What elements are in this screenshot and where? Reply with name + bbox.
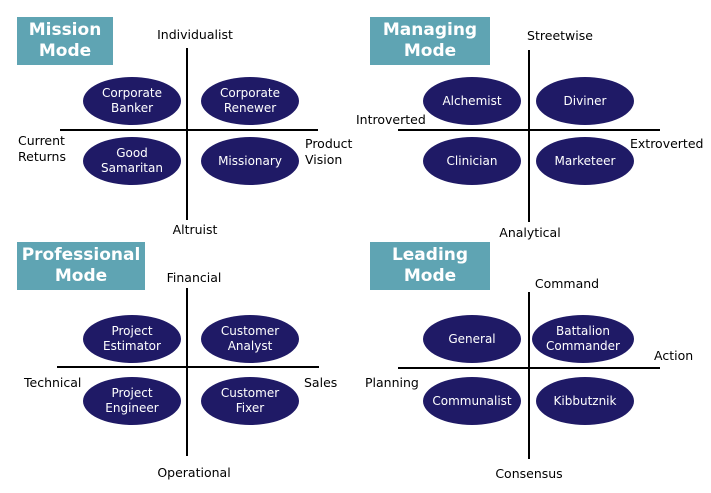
axis-label-left: Introverted <box>356 112 426 127</box>
horizontal-axis <box>398 129 660 131</box>
vertical-axis <box>528 50 530 222</box>
ellipse-diviner: Diviner <box>536 77 634 125</box>
ellipse-general: General <box>423 315 521 363</box>
professional-mode-title: Professional Mode <box>17 242 145 290</box>
axis-label-top: Command <box>534 276 600 291</box>
axis-label-right: Product Vision <box>305 136 353 167</box>
axis-label-bottom: Analytical <box>499 225 561 240</box>
axis-label-left: Current Returns <box>18 133 66 164</box>
axis-label-top: Streetwise <box>527 28 593 43</box>
axis-label-right: Sales <box>304 375 338 390</box>
axis-label-bottom: Altruist <box>172 222 218 237</box>
axis-label-left: Technical <box>24 375 82 390</box>
axis-label-bottom: Operational <box>157 465 231 480</box>
ellipse-kibbutznik: Kibbutznik <box>536 377 634 425</box>
axis-label-top: Financial <box>166 270 222 285</box>
horizontal-axis <box>60 129 318 131</box>
axis-label-bottom: Consensus <box>495 466 563 481</box>
axis-label-top: Individualist <box>157 27 233 42</box>
leading-mode-title: Leading Mode <box>370 242 490 290</box>
ellipse-missionary: Missionary <box>201 137 299 185</box>
axis-label-right: Action <box>654 348 694 363</box>
axis-label-left: Planning <box>365 375 419 390</box>
horizontal-axis <box>57 366 319 368</box>
ellipse-marketeer: Marketeer <box>536 137 634 185</box>
vertical-axis <box>528 292 530 459</box>
ellipse-alchemist: Alchemist <box>423 77 521 125</box>
ellipse-clinician: Clinician <box>423 137 521 185</box>
managing-mode-title: Managing Mode <box>370 17 490 65</box>
axis-label-right: Extroverted <box>630 136 704 151</box>
horizontal-axis <box>398 367 660 369</box>
vertical-axis <box>186 288 188 456</box>
mission-mode-title: Mission Mode <box>17 17 113 65</box>
vertical-axis <box>186 48 188 220</box>
ellipse-communalist: Communalist <box>423 377 521 425</box>
